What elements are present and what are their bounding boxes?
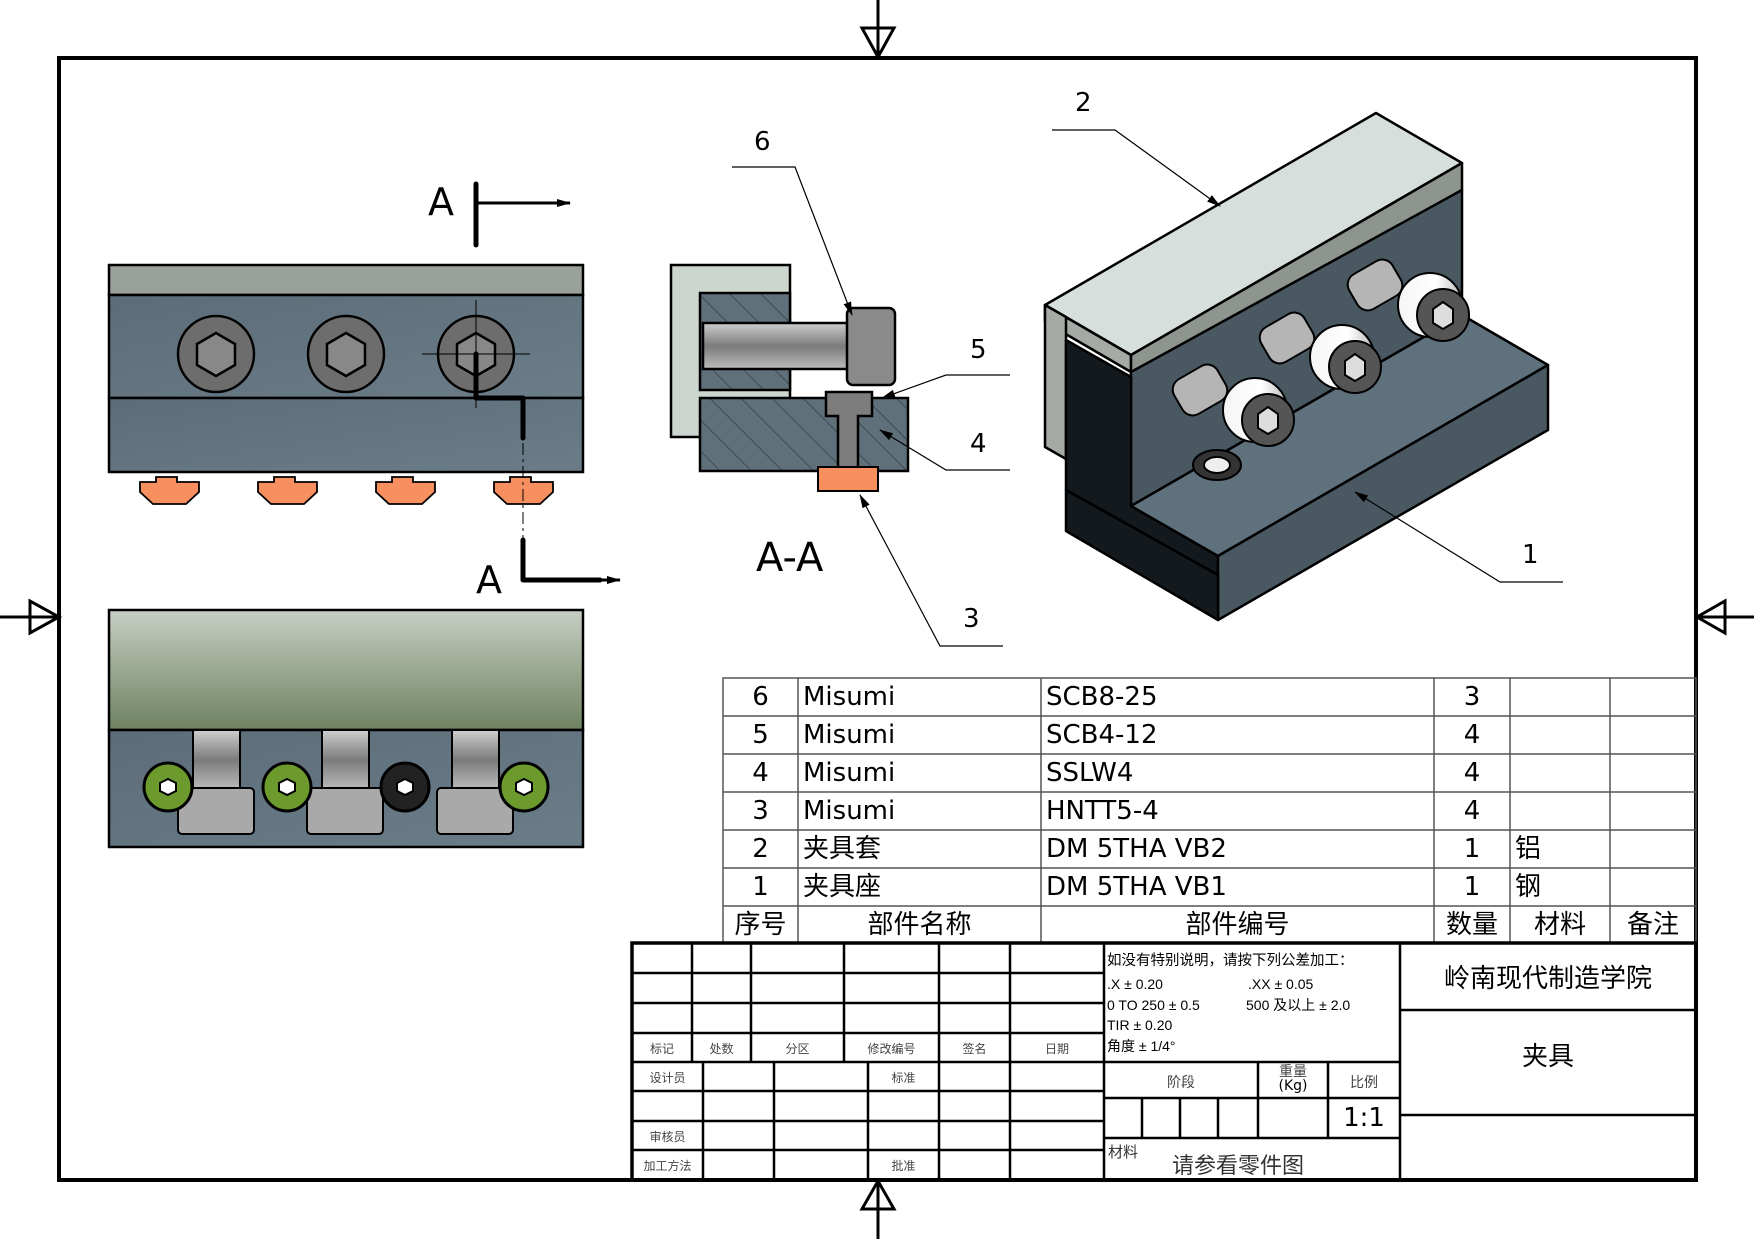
bolt-head-2	[306, 314, 386, 394]
bom-index: 2	[752, 834, 769, 864]
bolt-shank-2	[306, 729, 384, 835]
bom-name: 夹具套	[803, 834, 882, 864]
bom-material: 钢	[1515, 872, 1542, 902]
material-value: 请参看零件图	[1172, 1154, 1305, 1179]
scale-value: 1:1	[1343, 1103, 1385, 1133]
bom-row: 5 Misumi SCB4-12 4	[723, 716, 1696, 754]
bom-index: 1	[752, 872, 769, 902]
balloon-4: 4	[970, 429, 987, 459]
t-nuts	[139, 476, 554, 505]
bolt-scb8-head	[845, 306, 897, 387]
rev-header-change-no: 修改编号	[867, 1042, 916, 1056]
bom-material: 铝	[1515, 834, 1542, 864]
organization-name: 岭南现代制造学院	[1443, 964, 1652, 994]
tolerance-heading: 如没有特别说明，请按下列公差加工：	[1107, 953, 1354, 969]
center-mark-top	[859, 0, 897, 61]
bom-grid	[722, 677, 1697, 944]
balloon-2: 2	[1075, 88, 1092, 118]
bom-name: Misumi	[803, 796, 896, 826]
balloon-6: 6	[754, 127, 771, 157]
bom-row: 2 夹具套 DM 5THA VB2 1 铝	[723, 830, 1696, 868]
process-label: 加工方法	[643, 1159, 692, 1173]
bom-part-no: SSLW4	[1046, 758, 1134, 788]
bom-part-no: HNTT5-4	[1046, 796, 1159, 826]
leader-lines	[732, 129, 1563, 647]
title-block-grid	[630, 941, 1698, 1182]
rev-header-zone: 分区	[785, 1042, 810, 1056]
t-nut-section	[817, 466, 879, 492]
bom-row: 3 Misumi HNTT5-4 4	[723, 792, 1696, 830]
designer-label: 设计员	[649, 1071, 686, 1085]
reviewer-label: 审核员	[649, 1130, 686, 1144]
standardization-label: 标准	[891, 1071, 916, 1085]
bom-qty: 3	[1463, 682, 1481, 712]
bom-row: 6 Misumi SCB8-25 3	[723, 678, 1696, 716]
weight-unit: (Kg)	[1278, 1078, 1308, 1094]
rev-header-count: 处数	[709, 1042, 734, 1056]
section-marker-top: A	[428, 180, 454, 224]
bom-row: 4 Misumi SSLW4 4	[723, 754, 1696, 792]
balloon-1: 1	[1522, 540, 1539, 570]
center-mark-left	[0, 598, 63, 636]
center-mark-right	[1693, 598, 1754, 636]
top-view	[107, 608, 585, 849]
material-label: 材料	[1108, 1143, 1139, 1161]
rev-header-signature: 签名	[962, 1042, 987, 1056]
bom-row: 1 夹具座 DM 5THA VB1 1 钢	[723, 868, 1696, 906]
bom-index: 5	[752, 720, 769, 750]
bom-index: 4	[752, 758, 769, 788]
approval-label: 批准	[891, 1159, 916, 1173]
bom-qty: 4	[1463, 758, 1481, 788]
rev-header-date: 日期	[1044, 1042, 1069, 1056]
tolerance-x2: .XX ± 0.05	[1248, 976, 1314, 992]
bom-qty: 1	[1463, 834, 1481, 864]
bom-name: 夹具座	[803, 872, 882, 902]
bom-header-row: 序号 部件名称 部件编号 数量 材料 备注	[723, 906, 1696, 944]
tolerance-angle: 角度 ± 1/4°	[1107, 1038, 1176, 1054]
tolerance-tir: TIR ± 0.20	[1107, 1017, 1173, 1033]
scale-label: 比例	[1350, 1075, 1378, 1091]
section-marker-bottom: A	[476, 558, 502, 602]
bom-part-no: SCB4-12	[1046, 720, 1158, 750]
balloon-3: 3	[963, 604, 980, 634]
bolt-head-1	[176, 314, 256, 394]
bom-name: Misumi	[803, 758, 896, 788]
bom-header-index: 序号	[734, 910, 787, 940]
stage-label: 阶段	[1167, 1075, 1195, 1091]
section-view-aa	[669, 263, 910, 492]
bom-part-no: SCB8-25	[1046, 682, 1158, 712]
bom-name: Misumi	[803, 720, 896, 750]
center-mark-bottom	[859, 1177, 897, 1239]
bom-qty: 4	[1463, 720, 1481, 750]
tolerance-range2: 500 及以上 ± 2.0	[1246, 997, 1351, 1013]
bom-header-name: 部件名称	[867, 910, 972, 940]
bolt-scb8-shank	[701, 321, 852, 371]
drawing-title: 夹具	[1521, 1042, 1574, 1072]
bom-header-part-no: 部件编号	[1185, 910, 1290, 940]
bom-qty: 1	[1463, 872, 1481, 902]
weight-label: 重量	[1279, 1064, 1307, 1080]
bom-part-no: DM 5THA VB1	[1046, 872, 1227, 902]
balloon-5: 5	[970, 335, 987, 365]
bom-header-remark: 备注	[1626, 910, 1679, 940]
bom-part-no: DM 5THA VB2	[1046, 834, 1227, 864]
bolt-shank-3	[436, 729, 514, 835]
bom-index: 3	[752, 796, 769, 826]
bom-header-qty: 数量	[1445, 910, 1498, 940]
iso-bolts	[1171, 258, 1470, 481]
bom-index: 6	[752, 682, 769, 712]
front-view	[107, 181, 621, 584]
bom-qty: 4	[1463, 796, 1481, 826]
bolt-shank-1	[177, 729, 255, 835]
tolerance-x1: .X ± 0.20	[1107, 976, 1163, 992]
bom-header-material: 材料	[1533, 910, 1586, 940]
bom-name: Misumi	[803, 682, 896, 712]
tolerance-range1: 0 TO 250 ± 0.5	[1107, 997, 1200, 1013]
isometric-view	[1043, 111, 1550, 622]
rev-header-mark: 标记	[649, 1042, 674, 1056]
section-view-label: A-A	[756, 535, 824, 581]
